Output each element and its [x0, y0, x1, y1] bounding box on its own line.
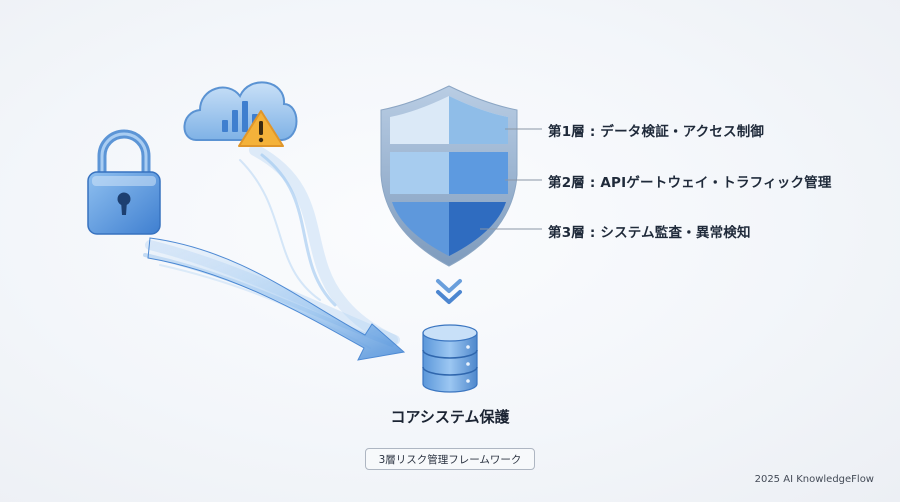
- core-system-title: コアシステム保護: [390, 408, 510, 426]
- chevron-down-icon: [436, 279, 462, 304]
- layer-3-label: 第3層 : システム監査・異常検知: [548, 225, 751, 241]
- lock-icon: [87, 129, 161, 235]
- layer-2-label: 第2層 : APIゲートウェイ・トラフィック管理: [548, 175, 832, 191]
- cloud-chart-icon: [183, 81, 298, 141]
- copyright-text: 2025 AI KnowledgeFlow: [754, 474, 874, 485]
- shield-icon: [380, 85, 518, 267]
- warning-icon: [238, 110, 284, 147]
- layer-connectors: [480, 128, 542, 230]
- database-icon: [422, 324, 478, 393]
- layer-1-label: 第1層 : データ検証・アクセス制御: [548, 124, 765, 140]
- flow-arrow: [147, 237, 406, 361]
- framework-badge: 3層リスク管理フレームワーク: [365, 448, 535, 470]
